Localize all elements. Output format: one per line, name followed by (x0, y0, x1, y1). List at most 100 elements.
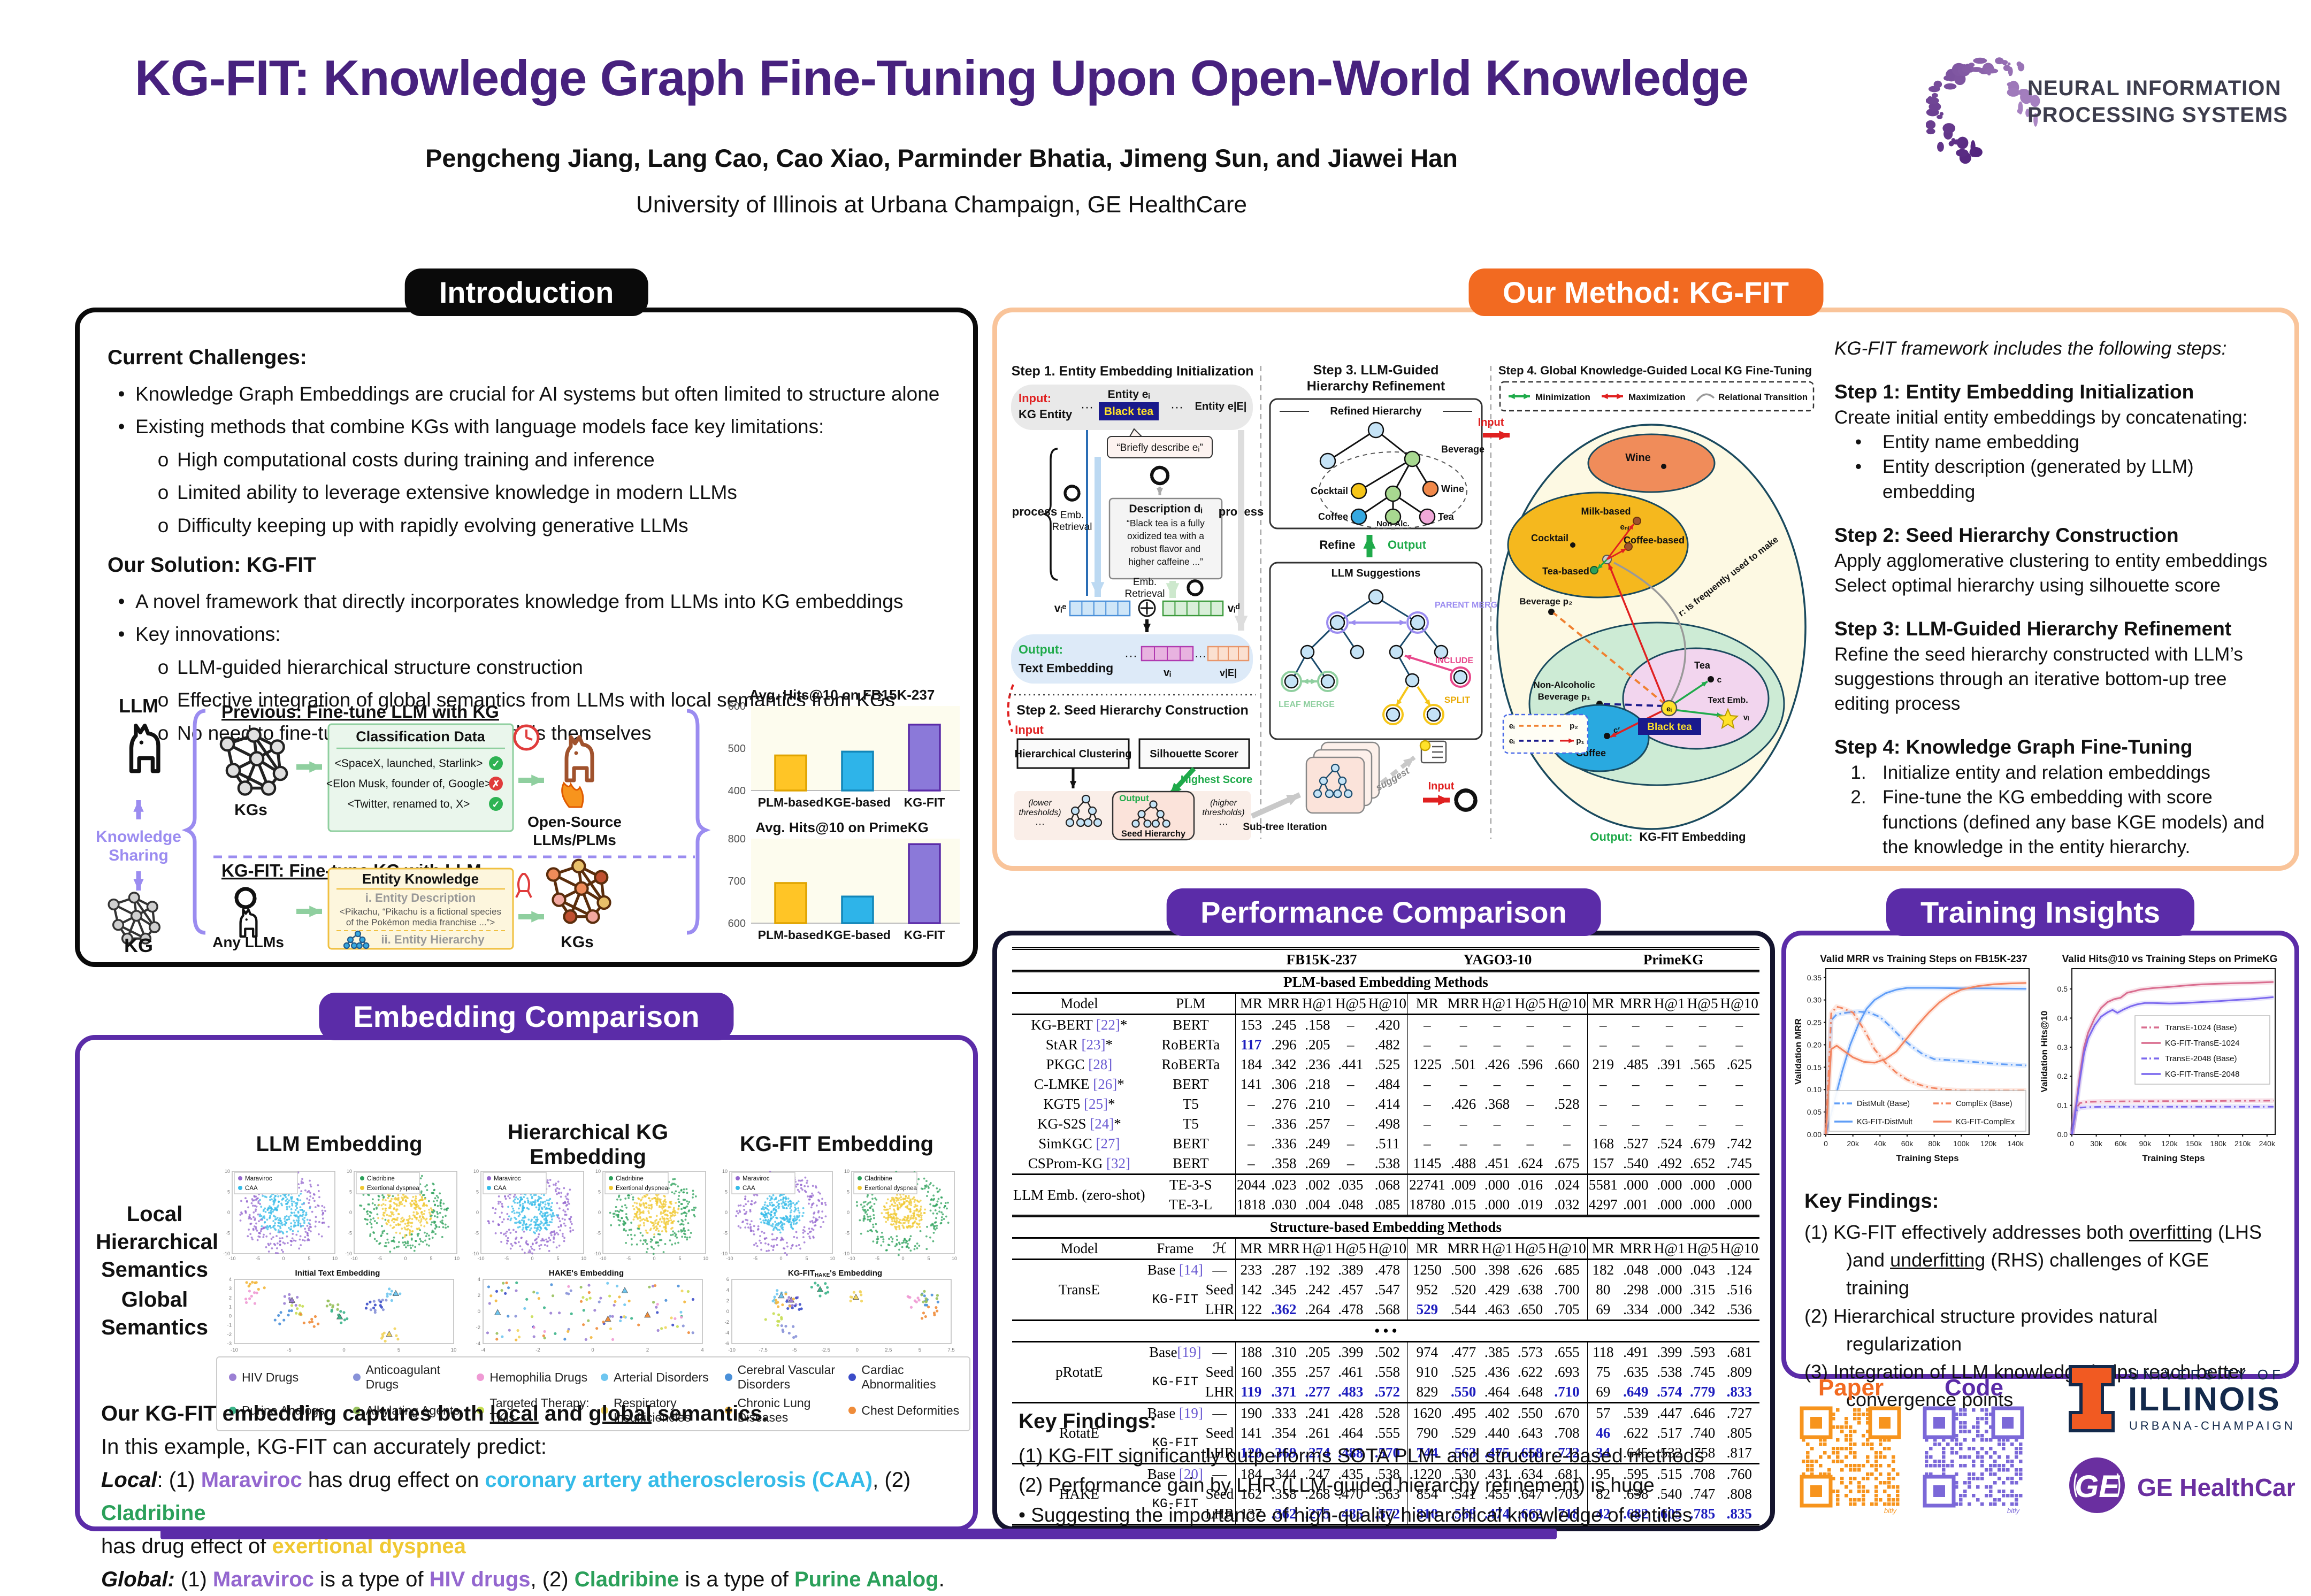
metric-cell: .402 (1484, 1405, 1510, 1421)
y-tick-label: 700 (728, 876, 746, 887)
subtree-cards (1305, 741, 1380, 814)
metric-cell: .447 (1657, 1405, 1682, 1421)
method-step-title: Step 3: LLM-Guided Hierarchy Refinement (1834, 617, 2232, 640)
metric-cell: 910 (1407, 1362, 1447, 1382)
metric-cell: – (1347, 1037, 1355, 1053)
model-name: TransE (1058, 1282, 1100, 1298)
line-series (1825, 1006, 2026, 1135)
scatter-legend-label: Exertional dyspnea (367, 1185, 419, 1192)
model-name: StAR [23]* (1045, 1037, 1113, 1053)
metric-cell: .491 (1623, 1344, 1649, 1360)
metric-cell: – (1493, 1017, 1501, 1033)
wine-label: Wine (1625, 452, 1651, 464)
paper-qr-label: Paper (1818, 1375, 1884, 1401)
metric-cell: .344 (1271, 1466, 1297, 1482)
metric-cell: .015 (1450, 1196, 1476, 1213)
svg-text:4: 4 (229, 1277, 232, 1283)
bar-PLM-based (774, 882, 807, 924)
metric-cell: .646 (1689, 1405, 1716, 1421)
metric-cell: .483 (1338, 1384, 1364, 1400)
metric-cell: 182 (1587, 1259, 1619, 1280)
metric-cell: – (1459, 1116, 1467, 1132)
svg-text:2.5: 2.5 (885, 1347, 892, 1353)
metric-cell: .550 (1450, 1384, 1476, 1400)
embedding-caption: Our KG-FIT embedding captures both local… (101, 1397, 952, 1596)
minimization-label: Minimization (1535, 392, 1590, 402)
metric-cell: .463 (1484, 1301, 1510, 1317)
metric-cell: .241 (1305, 1405, 1330, 1421)
metric-cell: 184 (1235, 1463, 1267, 1484)
model-name: C-LMKE [26]* (1034, 1076, 1124, 1092)
metric-cell: .158 (1305, 1017, 1330, 1033)
metric-cell: 69 (1587, 1300, 1619, 1321)
clock-icon (513, 724, 540, 751)
performance-key-findings: Key Findings:(1) KG-FIT significantly ou… (1019, 1406, 1746, 1530)
svg-text:120k: 120k (2161, 1139, 2178, 1148)
embedding-legend-item: Arterial Disorders (593, 1363, 717, 1392)
metric-cell: .435 (1338, 1466, 1364, 1482)
metric-cell: .032 (1554, 1196, 1580, 1213)
svg-text:Input: Input (1478, 417, 1504, 428)
beverage-node-label: Beverage (1441, 444, 1484, 455)
legend-entry: KG-FIT-ComplEx (1956, 1118, 2015, 1126)
svg-text:-7.5: -7.5 (759, 1347, 767, 1353)
metric-cell: .000 (1689, 1196, 1716, 1213)
scatter-legend-label: Maraviroc (245, 1176, 272, 1182)
metric-cell: – (1526, 1037, 1534, 1053)
bar-category-label: KG-FIT (904, 795, 945, 809)
metric-cell: 157 (1587, 1154, 1619, 1175)
y-tick-label: 500 (728, 743, 746, 755)
svg-text:Non-Alc.: Non-Alc. (1376, 519, 1410, 528)
metric-cell: 22741 (1407, 1174, 1447, 1195)
metric-cell: .287 (1271, 1262, 1297, 1278)
metric-cell: .541 (1450, 1486, 1476, 1502)
dataset-header: YAGO3-10 (1463, 952, 1532, 968)
line-series (2071, 1100, 2274, 1135)
kgfit-output-label: Output: (1590, 830, 1632, 843)
metric-cell: 219 (1587, 1055, 1619, 1075)
model-name: pRotatE (1055, 1364, 1103, 1380)
svg-text:LLMs/PLMs: LLMs/PLMs (533, 832, 616, 848)
metric-cell: – (1459, 1017, 1467, 1033)
kgfit-frame-label: KG-FIT (1152, 1375, 1198, 1390)
metric-cell: .658 (1517, 1445, 1543, 1461)
metric-cell: 529 (1407, 1300, 1447, 1321)
training-finding: (3) Integration of LLM knowledge helps r… (1804, 1358, 2275, 1386)
svg-text:vᵢ: vᵢ (1164, 667, 1171, 679)
metric-cell: .068 (1374, 1177, 1400, 1193)
metric-cell: .528 (1554, 1096, 1580, 1112)
svg-text:5: 5 (308, 1256, 310, 1261)
training-key-findings: Key Findings:(1) KG-FIT effectively addr… (1804, 1187, 2275, 1414)
metric-cell: 184 (1235, 1055, 1267, 1075)
metric-cell: – (1632, 1017, 1640, 1033)
performance-finding: (1) KG-FIT significantly outperforms SOT… (1019, 1441, 1746, 1471)
parent-merge-label: PARENT MERGE (1435, 601, 1503, 610)
coffee-based-label: Coffee-based (1624, 535, 1685, 546)
classification-data-box: Classification Data<SpaceX, launched, St… (326, 723, 514, 832)
bar-category-label: KGE-based (824, 928, 891, 942)
text-segment: , (2) (873, 1468, 911, 1492)
metric-cell: 69 (1587, 1382, 1619, 1403)
entity-knowledge-title: Entity Knowledge (362, 871, 479, 887)
metric-cell: .398 (1484, 1262, 1510, 1278)
metric-cell: .538 (1657, 1364, 1682, 1380)
method-steps-text: KG-FIT framework includes the following … (1834, 336, 2277, 860)
metric-cell: .635 (1623, 1364, 1649, 1380)
metric-cell: 118 (1587, 1341, 1619, 1362)
metric-cell: – (1587, 1094, 1619, 1114)
metric-cell: .369 (1271, 1445, 1297, 1461)
text-segment: global (588, 1402, 652, 1425)
briefly-describe-bubble: “Briefly describe eᵢ” (1107, 428, 1213, 458)
metric-cell: .808 (1726, 1486, 1752, 1502)
svg-text:KG-FIT Embedding: KG-FIT Embedding (1639, 830, 1746, 843)
text-segment: : (1) (157, 1468, 201, 1492)
text-segment: . (938, 1568, 945, 1591)
text-segment: underfitting (1890, 1249, 1986, 1271)
metric-cell: .703 (1554, 1486, 1580, 1502)
metric-cell: – (1407, 1035, 1447, 1055)
